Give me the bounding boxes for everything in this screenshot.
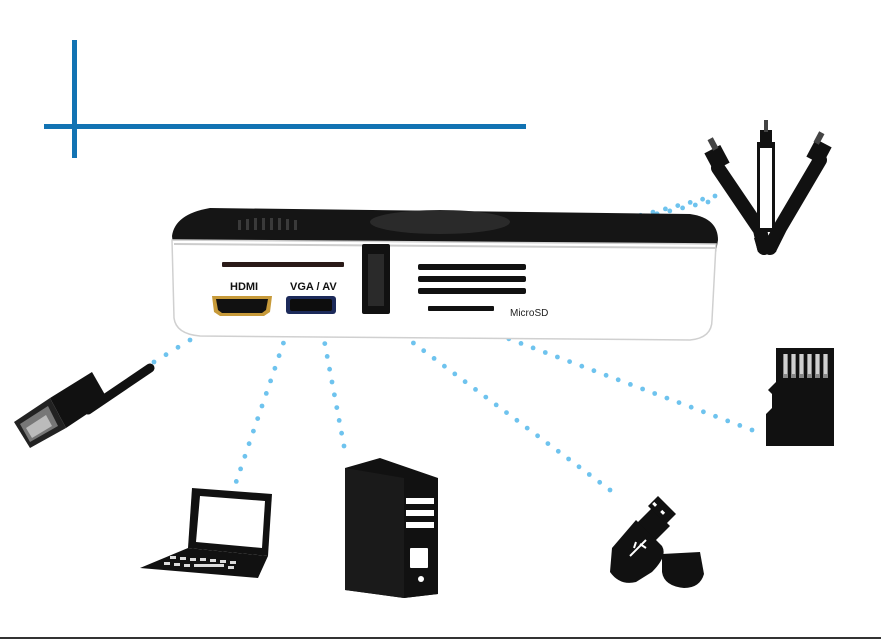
- usb-port: [362, 244, 390, 314]
- connector-dot-rca-b: [667, 209, 672, 214]
- connector-dot-laptop: [264, 391, 269, 396]
- connector-dot-usb: [608, 488, 613, 493]
- projector-device: HDMI VGA / AV MicroSD: [172, 208, 718, 340]
- connector-dot-microsd: [665, 396, 670, 401]
- connector-dot-usb: [525, 426, 530, 431]
- connector-dot-usb: [546, 441, 551, 446]
- connector-dot-usb: [577, 464, 582, 469]
- connector-dot-usb: [463, 379, 468, 384]
- connector-dot-hdmi: [164, 352, 169, 357]
- connector-dot-usb: [473, 387, 478, 392]
- connector-dot-usb: [566, 457, 571, 462]
- hdmi-label: HDMI: [230, 281, 258, 293]
- connector-dot-rca-a: [688, 200, 693, 205]
- connector-dot-hdmi: [176, 345, 181, 350]
- connector-dot-microsd: [652, 391, 657, 396]
- connector-dot-microsd: [701, 409, 706, 414]
- connector-dot-microsd: [689, 405, 694, 410]
- connector-dot-usb: [421, 348, 426, 353]
- desktop-tower-icon: [345, 458, 438, 598]
- connector-dot-microsd: [640, 387, 645, 392]
- connector-dot-usb: [452, 372, 457, 377]
- connector-dot-laptop: [281, 341, 286, 346]
- connector-dot-usb: [556, 449, 561, 454]
- microsd-label: MicroSD: [510, 308, 548, 319]
- microsd-slot: [428, 306, 494, 311]
- hdmi-cable-icon: [14, 368, 150, 448]
- connector-dot-tower: [337, 418, 342, 423]
- connector-dot-microsd: [579, 364, 584, 369]
- connector-dot-hdmi: [188, 338, 193, 343]
- header-crosshair: [44, 40, 526, 158]
- connector-dot-microsd: [628, 382, 633, 387]
- connector-dot-tower: [330, 380, 335, 385]
- connector-dot-usb: [432, 356, 437, 361]
- laptop-icon: [140, 488, 272, 578]
- connector-dot-microsd: [737, 423, 742, 428]
- connector-dot-rca-a: [713, 194, 718, 199]
- connector-dot-tower: [322, 341, 327, 346]
- connector-dot-microsd: [555, 355, 560, 360]
- connector-dot-usb: [494, 403, 499, 408]
- connector-dot-usb: [535, 433, 540, 438]
- connector-dot-microsd: [725, 419, 730, 424]
- connector-dot-usb: [597, 480, 602, 485]
- connector-dot-tower: [332, 392, 337, 397]
- connector-dot-laptop: [268, 379, 273, 384]
- connector-dot-usb: [442, 364, 447, 369]
- connector-dot-microsd: [677, 400, 682, 405]
- connector-dot-laptop: [260, 404, 265, 409]
- connector-dot-rca-a: [663, 207, 668, 212]
- connector-dot-tower: [325, 354, 330, 359]
- connector-dot-rca-b: [680, 206, 685, 211]
- connector-dot-laptop: [234, 479, 239, 484]
- bottom-rule: [0, 637, 881, 639]
- connector-dot-microsd: [713, 414, 718, 419]
- connector-dot-laptop: [251, 429, 256, 434]
- connector-dot-microsd: [592, 368, 597, 373]
- connector-dot-laptop: [238, 467, 243, 472]
- rca-cable-icon: [704, 120, 831, 252]
- connector-dot-usb: [504, 410, 509, 415]
- hdmi-port: [212, 296, 272, 316]
- connector-dot-tower: [327, 367, 332, 372]
- connector-dot-usb: [515, 418, 520, 423]
- connector-dot-tower: [339, 431, 344, 436]
- connector-dot-microsd: [616, 377, 621, 382]
- connector-dot-laptop: [273, 366, 278, 371]
- connector-dot-rca-a: [700, 197, 705, 202]
- connector-dot-tower: [342, 444, 347, 449]
- connector-dot-laptop: [247, 441, 252, 446]
- connector-dot-usb: [411, 341, 416, 346]
- connector-dot-laptop: [243, 454, 248, 459]
- microsd-card-icon: [766, 348, 834, 446]
- connector-dot-rca-a: [675, 203, 680, 208]
- vent-slots: [418, 264, 526, 294]
- vga-av-label: VGA / AV: [290, 281, 337, 293]
- connector-dot-laptop: [277, 353, 282, 358]
- connector-dot-microsd: [519, 341, 524, 346]
- connector-dot-tower: [334, 405, 339, 410]
- connector-dot-rca-b: [706, 200, 711, 205]
- usb-drive-icon: [610, 496, 704, 588]
- connector-dot-hdmi: [152, 360, 157, 365]
- connector-dot-microsd: [531, 346, 536, 351]
- connector-dot-microsd: [543, 350, 548, 355]
- connector-dot-laptop: [255, 416, 260, 421]
- connector-dot-usb: [483, 395, 488, 400]
- connector-dot-rca-b: [693, 203, 698, 208]
- connector-dot-usb: [587, 472, 592, 477]
- connector-dot-microsd: [750, 428, 755, 433]
- connector-dot-microsd: [604, 373, 609, 378]
- connector-dot-microsd: [567, 359, 572, 364]
- vga-av-port: [286, 296, 336, 314]
